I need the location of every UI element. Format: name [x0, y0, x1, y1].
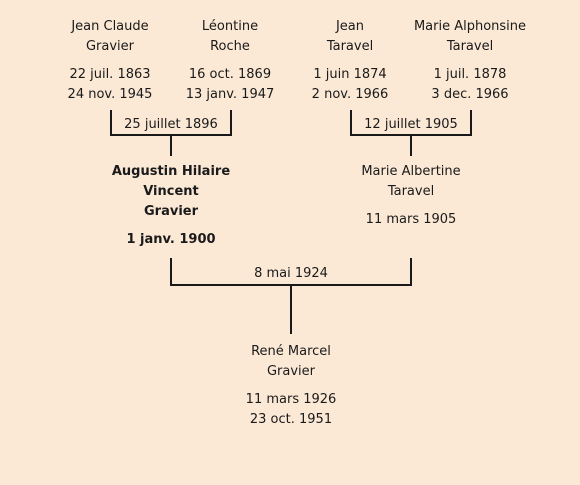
first-names: Jean: [335, 19, 365, 34]
surname: Taravel: [387, 184, 435, 199]
person-jean-taravel[interactable]: Jean Taravel 1 juin 1874 2 nov. 1966: [265, 17, 435, 105]
marriage-date: 12 juillet 1905: [360, 117, 462, 133]
connector-line: [290, 284, 292, 334]
death-date: 24 nov. 1945: [67, 87, 153, 102]
surname: Gravier: [85, 39, 135, 54]
birth-date: 1 janv. 1900: [126, 232, 216, 247]
person-name: Marie Albertine Taravel: [326, 162, 496, 202]
person-dates: 22 juil. 1863 24 nov. 1945: [25, 65, 195, 105]
person-name: Jean Claude Gravier: [25, 17, 195, 57]
surname: Gravier: [143, 204, 198, 219]
death-date: 23 oct. 1951: [249, 412, 333, 427]
connector-line: [470, 110, 472, 136]
person-jean-claude-gravier[interactable]: Jean Claude Gravier 22 juil. 1863 24 nov…: [25, 17, 195, 105]
person-leontine-roche[interactable]: Léontine Roche 16 oct. 1869 13 janv. 194…: [145, 17, 315, 105]
person-rene-marcel-gravier[interactable]: René Marcel Gravier 11 mars 1926 23 oct.…: [206, 342, 376, 430]
surname: Taravel: [446, 39, 494, 54]
person-dates: 1 janv. 1900: [86, 230, 256, 250]
person-marie-alphonsine-taravel[interactable]: Marie Alphonsine Taravel 1 juil. 1878 3 …: [385, 17, 555, 105]
person-name: Augustin Hilaire Vincent Gravier: [86, 162, 256, 222]
person-dates: 11 mars 1905: [326, 210, 496, 230]
first-names: René Marcel: [251, 344, 331, 359]
connector-line: [230, 110, 232, 136]
birth-date: 11 mars 1926: [245, 392, 337, 407]
birth-date: 1 juil. 1878: [433, 67, 507, 82]
person-augustin-hilaire-vincent-gravier[interactable]: Augustin Hilaire Vincent Gravier 1 janv.…: [86, 162, 256, 250]
birth-date: 16 oct. 1869: [188, 67, 272, 82]
connector-line: [170, 258, 172, 286]
surname: Roche: [210, 39, 250, 54]
death-date: 3 dec. 1966: [431, 87, 509, 102]
death-date: 13 janv. 1947: [185, 87, 275, 102]
birth-date: 11 mars 1905: [365, 212, 457, 227]
connector-line: [170, 134, 172, 156]
person-dates: 1 juin 1874 2 nov. 1966: [265, 65, 435, 105]
first-names: Augustin Hilaire Vincent: [111, 164, 231, 199]
connector-line: [410, 134, 412, 156]
person-name: René Marcel Gravier: [206, 342, 376, 382]
first-names: Marie Albertine: [361, 164, 461, 179]
first-names: Jean Claude: [71, 19, 149, 34]
person-dates: 16 oct. 1869 13 janv. 1947: [145, 65, 315, 105]
connector-line: [410, 258, 412, 286]
person-dates: 11 mars 1926 23 oct. 1951: [206, 390, 376, 430]
death-date: 2 nov. 1966: [311, 87, 389, 102]
birth-date: 22 juil. 1863: [69, 67, 151, 82]
surname: Gravier: [266, 364, 316, 379]
connector-line: [350, 110, 352, 136]
first-names: Léontine: [201, 19, 259, 34]
birth-date: 1 juin 1874: [313, 67, 387, 82]
person-marie-albertine-taravel[interactable]: Marie Albertine Taravel 11 mars 1905: [326, 162, 496, 230]
person-name: Marie Alphonsine Taravel: [385, 17, 555, 57]
person-name: Léontine Roche: [145, 17, 315, 57]
connector-line: [110, 110, 112, 136]
person-name: Jean Taravel: [265, 17, 435, 57]
first-names: Marie Alphonsine: [413, 19, 527, 34]
surname: Taravel: [326, 39, 374, 54]
marriage-date: 25 juillet 1896: [120, 117, 222, 133]
person-dates: 1 juil. 1878 3 dec. 1966: [385, 65, 555, 105]
marriage-date: 8 mai 1924: [250, 266, 332, 282]
